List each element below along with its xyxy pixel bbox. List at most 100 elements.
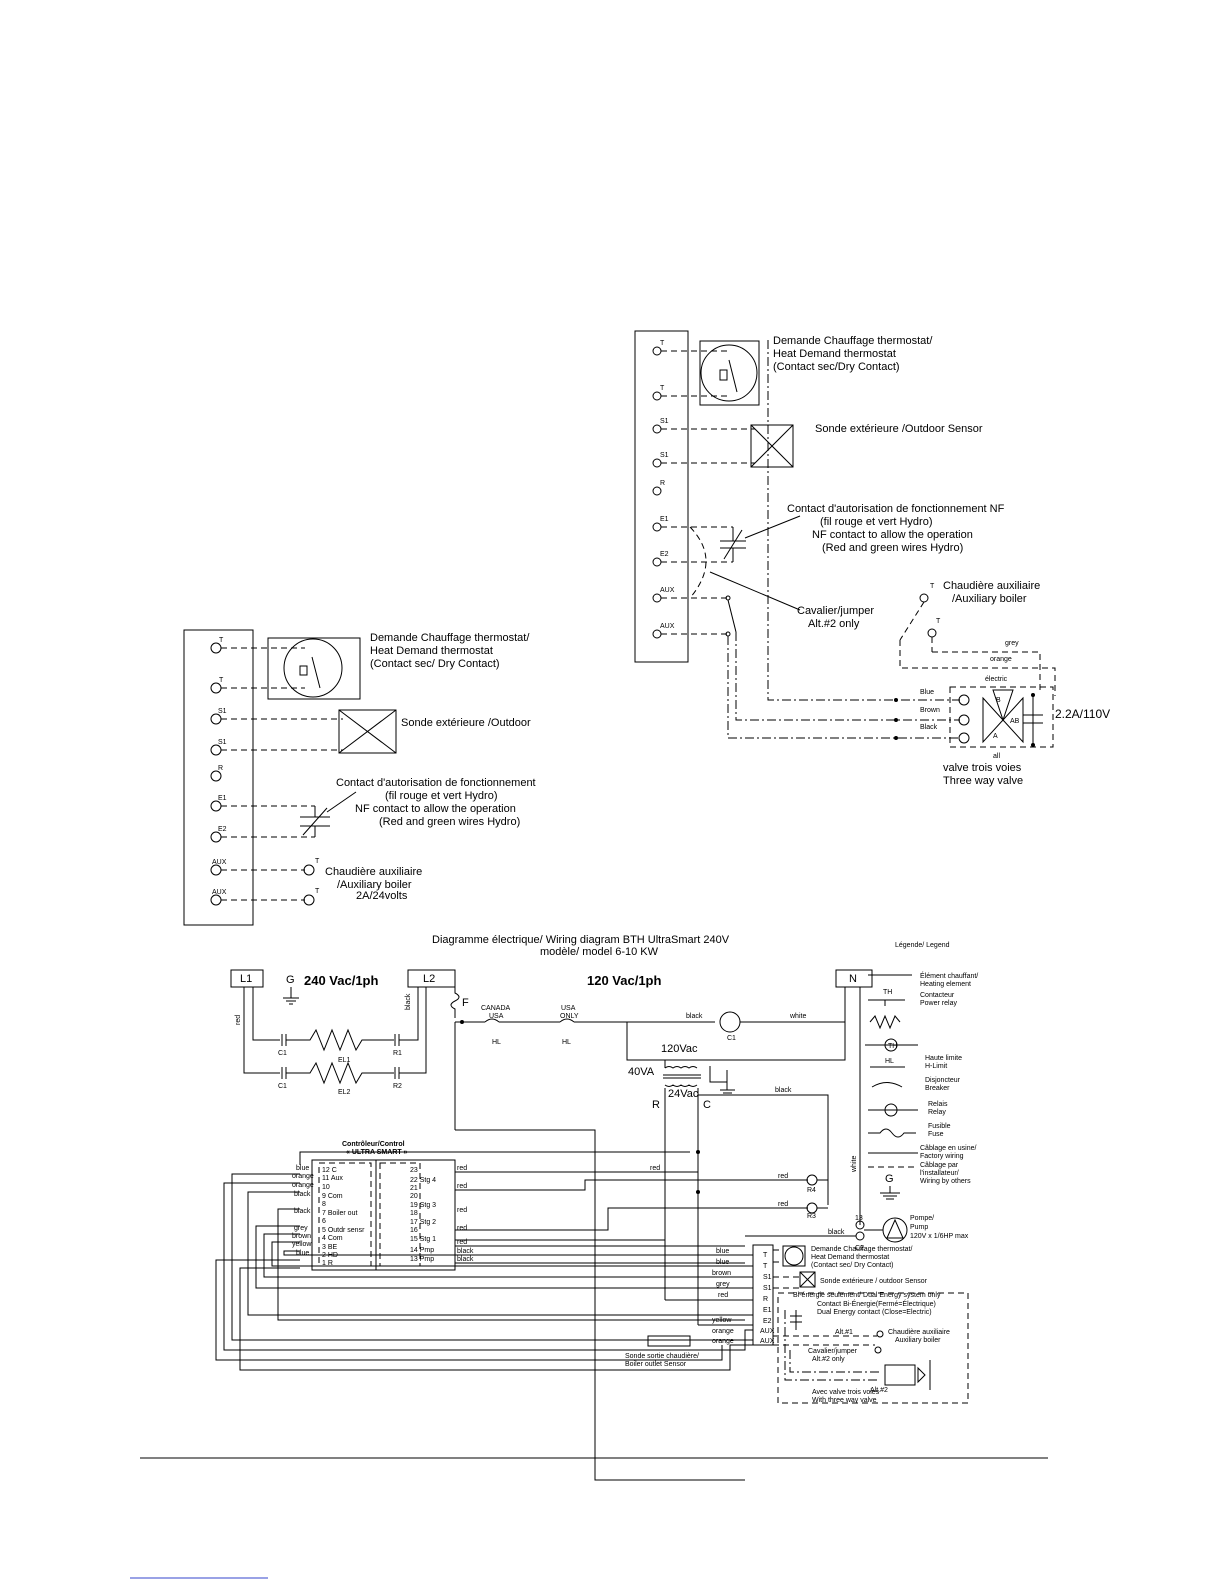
svg-text:(fil rouge et vert Hydro): (fil rouge et vert Hydro) xyxy=(385,790,497,802)
svg-text:orange: orange xyxy=(292,1182,314,1189)
svg-text:11 Aux: 11 Aux xyxy=(322,1175,343,1182)
svg-text:Demande Chauffage thermostat/: Demande Chauffage thermostat/ xyxy=(773,335,933,347)
svg-text:blue: blue xyxy=(716,1248,729,1255)
upper-right-outdoor-sensor: Sonde extérieure /Outdoor Sensor xyxy=(661,423,983,468)
svg-text:grey: grey xyxy=(294,1225,308,1232)
svg-text:2.2A/110V: 2.2A/110V xyxy=(1055,707,1110,721)
svg-text:E2: E2 xyxy=(660,551,669,558)
svg-text:blue: blue xyxy=(716,1259,729,1266)
svg-text:NF contact to allow the operat: NF contact to allow the operation xyxy=(355,803,516,815)
svg-text:Heat Demand thermostat: Heat Demand thermostat xyxy=(811,1254,889,1261)
svg-text:Sonde extérieure /Outdoor: Sonde extérieure /Outdoor xyxy=(401,717,531,729)
svg-text:AUX: AUX xyxy=(212,889,227,896)
svg-text:Chaudière auxiliaire: Chaudière auxiliaire xyxy=(943,580,1040,592)
svg-text:40VA: 40VA xyxy=(628,1066,655,1078)
svg-text:HL: HL xyxy=(492,1039,501,1046)
svg-text:Boiler outlet Sensor: Boiler outlet Sensor xyxy=(625,1361,687,1368)
svg-text:120Vac: 120Vac xyxy=(661,1043,698,1055)
svg-text:Relais: Relais xyxy=(928,1101,948,1108)
svg-text:9 Com: 9 Com xyxy=(322,1193,343,1200)
svg-text:24Vac: 24Vac xyxy=(668,1088,699,1100)
svg-text:Wiring by others: Wiring by others xyxy=(920,1178,971,1185)
svg-text:C1: C1 xyxy=(278,1083,287,1090)
svg-text:21: 21 xyxy=(410,1185,418,1192)
svg-text:R4: R4 xyxy=(807,1187,816,1194)
svg-text:brown: brown xyxy=(292,1233,311,1240)
ultra-smart-controller: Contrôleur/Control « ULTRA SMART » 12 C … xyxy=(292,1141,828,1271)
svg-text:S1: S1 xyxy=(660,418,669,425)
svg-text:T: T xyxy=(315,858,320,865)
svg-text:black: black xyxy=(686,1013,703,1020)
upper-right-terminals: T T S1 S1 R E1 E2 AUX AUX xyxy=(652,340,675,639)
svg-text:3 BE: 3 BE xyxy=(322,1244,338,1251)
left-outdoor-sensor: Sonde extérieure /Outdoor xyxy=(221,709,531,754)
svg-text:USA: USA xyxy=(489,1013,504,1020)
svg-text:H-Limit: H-Limit xyxy=(925,1063,947,1070)
svg-text:Pompe/: Pompe/ xyxy=(910,1215,934,1222)
upper-right-jumper: Cavalier/jumper Alt.#2 only xyxy=(689,526,874,630)
svg-text:AUX: AUX xyxy=(660,623,675,630)
left-aux-boiler: T T Chaudière auxiliaire /Auxiliary boil… xyxy=(221,858,422,906)
svg-text:AB: AB xyxy=(1010,718,1020,725)
svg-text:black: black xyxy=(457,1248,474,1255)
svg-text:20: 20 xyxy=(410,1193,418,1200)
svg-text:Contact d'autorisation de fonc: Contact d'autorisation de fonctionnement… xyxy=(787,503,1005,515)
svg-text:Brown: Brown xyxy=(920,707,940,714)
svg-text:l'installateur/: l'installateur/ xyxy=(920,1170,959,1177)
svg-text:Heat Demand thermostat: Heat Demand thermostat xyxy=(773,348,896,360)
svg-text:Blue: Blue xyxy=(920,689,934,696)
svg-text:16: 16 xyxy=(410,1227,418,1234)
svg-text:2A/24volts: 2A/24volts xyxy=(356,890,408,902)
svg-text:(Contact sec/Dry Contact): (Contact sec/Dry Contact) xyxy=(773,361,900,373)
svg-text:AUX: AUX xyxy=(212,859,227,866)
svg-text:R2: R2 xyxy=(393,1083,402,1090)
svg-text:black: black xyxy=(405,993,412,1010)
svg-text:13: 13 xyxy=(855,1215,863,1222)
svg-text:8: 8 xyxy=(322,1201,326,1208)
svg-text:Câblage par: Câblage par xyxy=(920,1162,959,1169)
svg-text:CANADA: CANADA xyxy=(481,1005,511,1012)
svg-text:white: white xyxy=(789,1013,806,1020)
svg-text:T: T xyxy=(660,385,665,392)
left-diagram: T T S1 S1 R E1 E2 AUX AUX Demande Chauff… xyxy=(183,629,536,926)
legend-title: Légende/ Legend xyxy=(895,942,950,949)
upper-right-valve-wiring: grey orange électric Blue Brown Black xyxy=(727,340,1056,740)
svg-text:B: B xyxy=(996,697,1001,704)
svg-text:Dual Energy contact (Close=Ele: Dual Energy contact (Close=Electric) xyxy=(817,1309,932,1316)
svg-text:red: red xyxy=(457,1183,467,1190)
svg-text:R3: R3 xyxy=(807,1213,816,1220)
line-120v: F CANADA USA HL USA ONLY HL black C1 whi… xyxy=(450,987,846,1481)
svg-text:yellow: yellow xyxy=(292,1241,312,1248)
svg-text:T: T xyxy=(219,677,224,684)
relay-output-wires: red red red red red black black xyxy=(457,1165,474,1263)
svg-text:Relay: Relay xyxy=(928,1109,946,1116)
svg-text:électric: électric xyxy=(985,676,1008,683)
field-devices: Demande Chauffage thermostat/ Heat Deman… xyxy=(773,1245,969,1404)
svg-text:Chaudière auxiliaire: Chaudière auxiliaire xyxy=(325,866,422,878)
svg-text:Fuse: Fuse xyxy=(928,1131,944,1138)
svg-text:E2: E2 xyxy=(218,826,227,833)
power-supply: L1 L2 N G 240 Vac/1ph 120 Vac/1ph xyxy=(230,969,873,1005)
svg-text:Cavalier/jumper: Cavalier/jumper xyxy=(797,605,874,617)
svg-text:TH: TH xyxy=(883,989,892,996)
svg-text:17 Stg 2: 17 Stg 2 xyxy=(410,1219,436,1226)
heating-elements: red C1 C1 EL1 EL2 R1 R2 black xyxy=(235,987,427,1096)
svg-text:10: 10 xyxy=(322,1184,330,1191)
svg-text:red: red xyxy=(457,1225,467,1232)
svg-text:Pump: Pump xyxy=(910,1224,928,1231)
svg-text:(Contact sec/ Dry Contact): (Contact sec/ Dry Contact) xyxy=(370,658,500,670)
svg-text:grey: grey xyxy=(1005,640,1019,647)
svg-text:R: R xyxy=(218,765,223,772)
svg-text:Chaudière auxiliaire: Chaudière auxiliaire xyxy=(888,1329,950,1336)
svg-text:Disjoncteur: Disjoncteur xyxy=(925,1077,961,1084)
svg-text:22 Stg 4: 22 Stg 4 xyxy=(410,1177,436,1184)
svg-text:240 Vac/1ph: 240 Vac/1ph xyxy=(304,973,378,988)
svg-text:black: black xyxy=(828,1229,845,1236)
svg-text:18: 18 xyxy=(410,1210,418,1217)
svg-text:AUX: AUX xyxy=(760,1328,775,1335)
svg-text:Heat Demand thermostat: Heat Demand thermostat xyxy=(370,645,493,657)
svg-text:Contact Bi-Énergie(Fermé=Élect: Contact Bi-Énergie(Fermé=Électrique) xyxy=(817,1299,936,1308)
svg-text:Fusible: Fusible xyxy=(928,1123,951,1130)
svg-text:N: N xyxy=(849,973,857,985)
svg-text:orange: orange xyxy=(990,656,1012,663)
